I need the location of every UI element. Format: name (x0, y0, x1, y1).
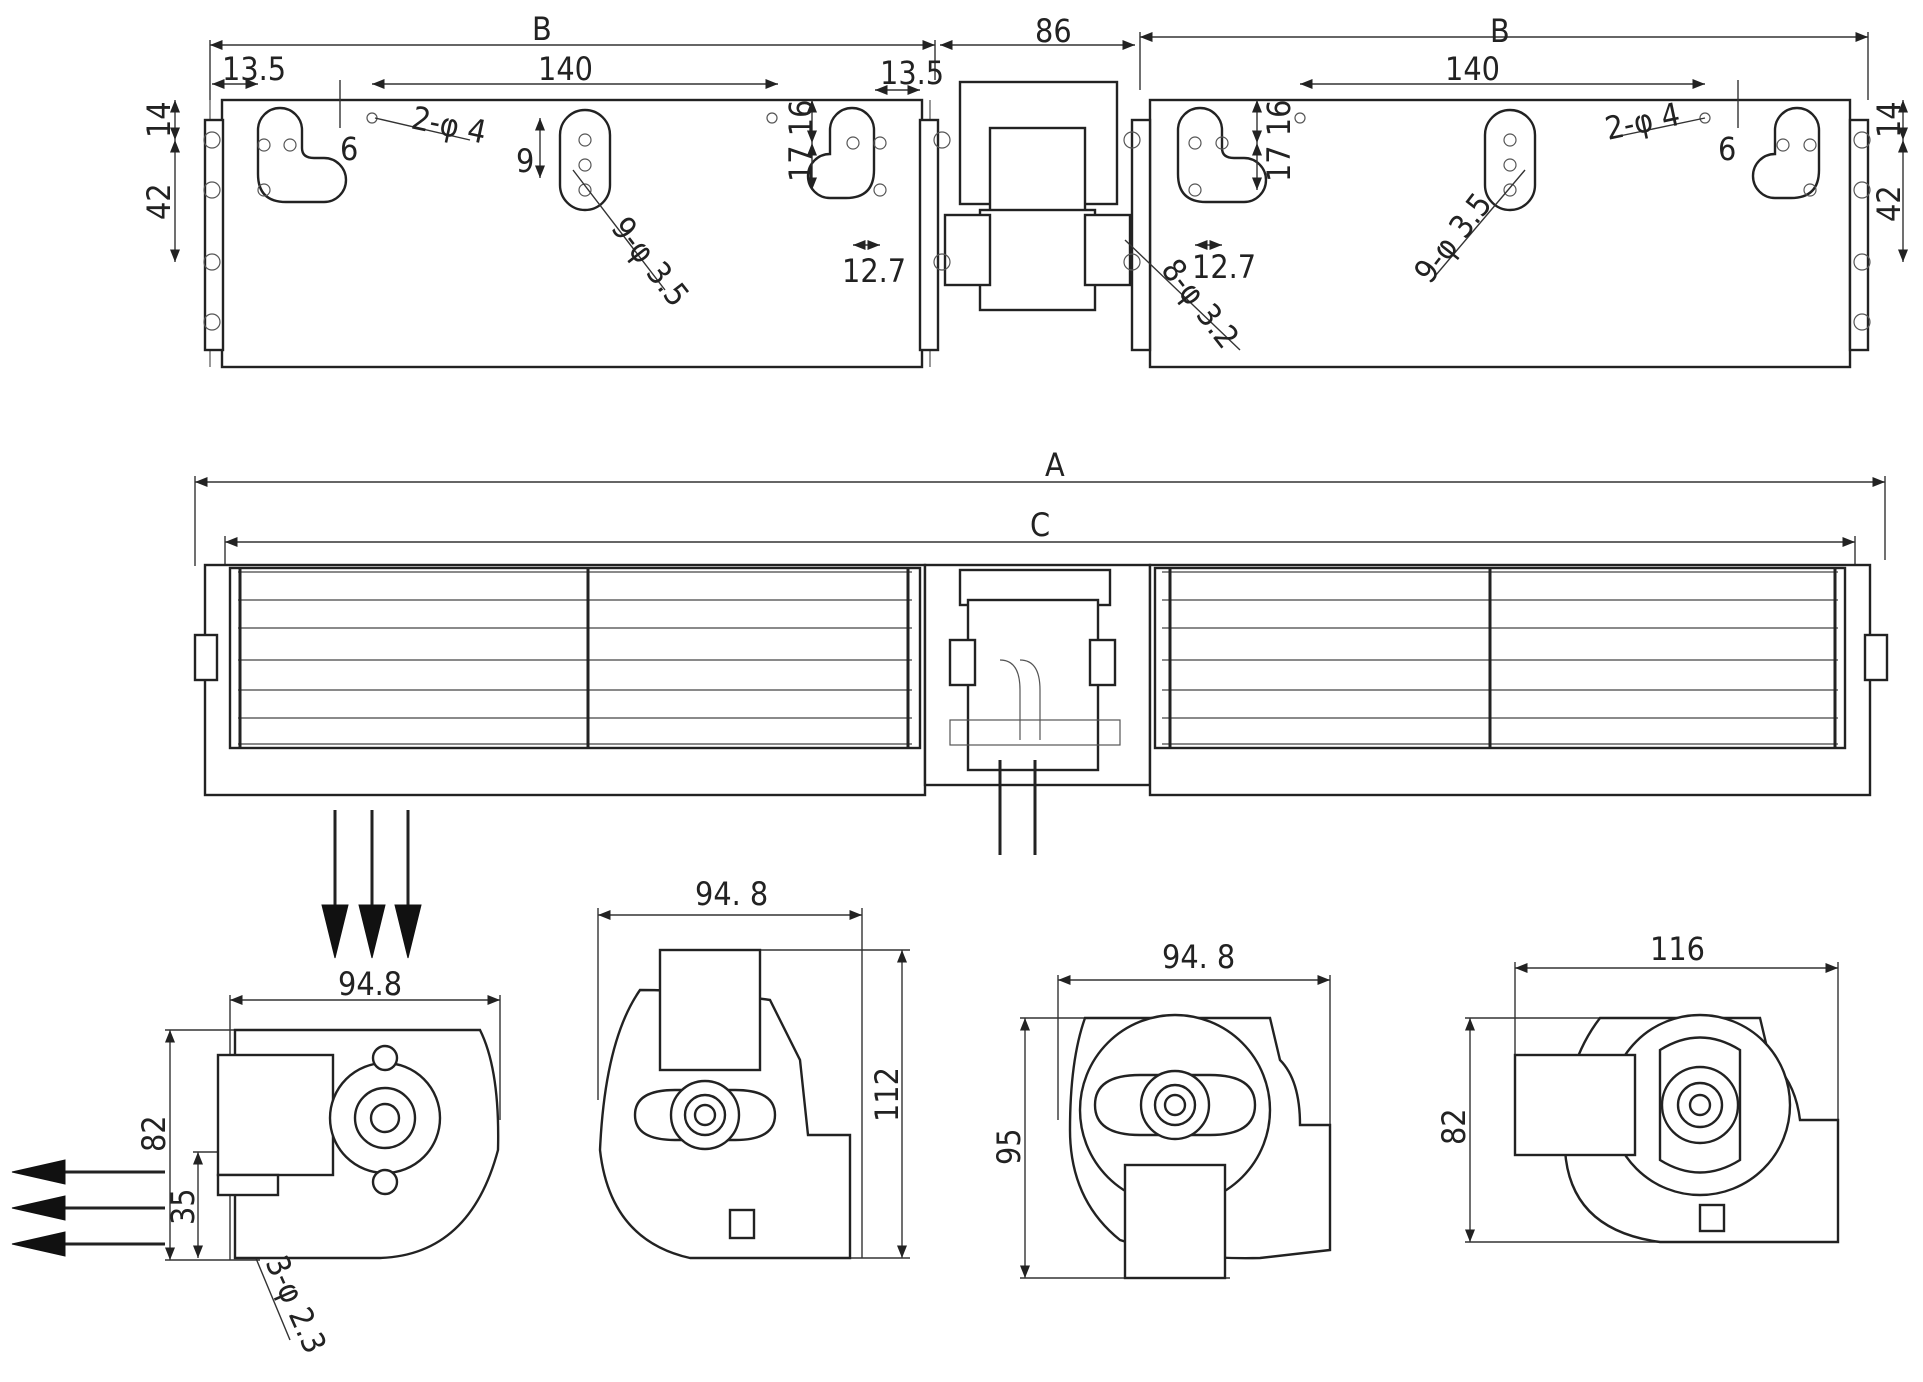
dim-b-left: B (532, 10, 552, 48)
dim-b-right: B (1490, 12, 1510, 50)
view1-width: 94.8 (338, 965, 402, 1003)
right-impeller-blades (1162, 568, 1838, 748)
airflow-in-arrows (321, 810, 422, 959)
dim-42-left: 42 (140, 183, 178, 220)
side-view-3: 94. 8 95 (990, 938, 1332, 1280)
view4-width: 116 (1650, 930, 1705, 968)
dim-a: A (1045, 446, 1065, 484)
dim-14-left: 14 (140, 101, 178, 138)
dim-c: C (1030, 506, 1050, 544)
dim-86: 86 (1035, 12, 1072, 50)
view2-height: 112 (868, 1067, 906, 1122)
dim-13-5-left: 13.5 (222, 50, 286, 88)
view3-height: 95 (990, 1128, 1028, 1165)
top-view: B 86 B 13.5 13.5 140 140 14 42 14 42 6 6… (140, 10, 1909, 369)
dim-12-7-left: 12.7 (842, 252, 906, 290)
view4-height: 82 (1435, 1108, 1473, 1145)
front-view: A C (193, 446, 1889, 855)
dim-17-16-left: 17 16 (782, 100, 820, 182)
dim-14-right: 14 (1870, 101, 1908, 138)
view3-width: 94. 8 (1162, 938, 1235, 976)
airflow-out-arrows (11, 1159, 165, 1257)
view1-outlet: 35 (164, 1188, 202, 1225)
left-impeller-blades (238, 568, 912, 748)
dim-9: 9 (516, 142, 534, 180)
view2-width: 94. 8 (695, 875, 768, 913)
side-view-4: 116 82 (1435, 930, 1840, 1244)
dim-13-5-right: 13.5 (880, 54, 944, 92)
dim-12-7-right: 12.7 (1192, 248, 1256, 286)
view1-height: 82 (135, 1115, 173, 1152)
dim-17-16-right: 17 16 (1260, 100, 1298, 182)
dim-42-right: 42 (1870, 185, 1908, 222)
dim-140-left: 140 (538, 50, 593, 88)
view1-holes: 3-φ 2.3 (258, 1250, 334, 1359)
side-view-1: 94.8 82 35 3-φ 2.3 (135, 965, 501, 1359)
dim-6-right: 6 (1718, 130, 1736, 168)
dim-140-right: 140 (1445, 50, 1500, 88)
side-view-2: 94. 8 112 (597, 875, 910, 1260)
dim-6-left: 6 (340, 130, 358, 168)
